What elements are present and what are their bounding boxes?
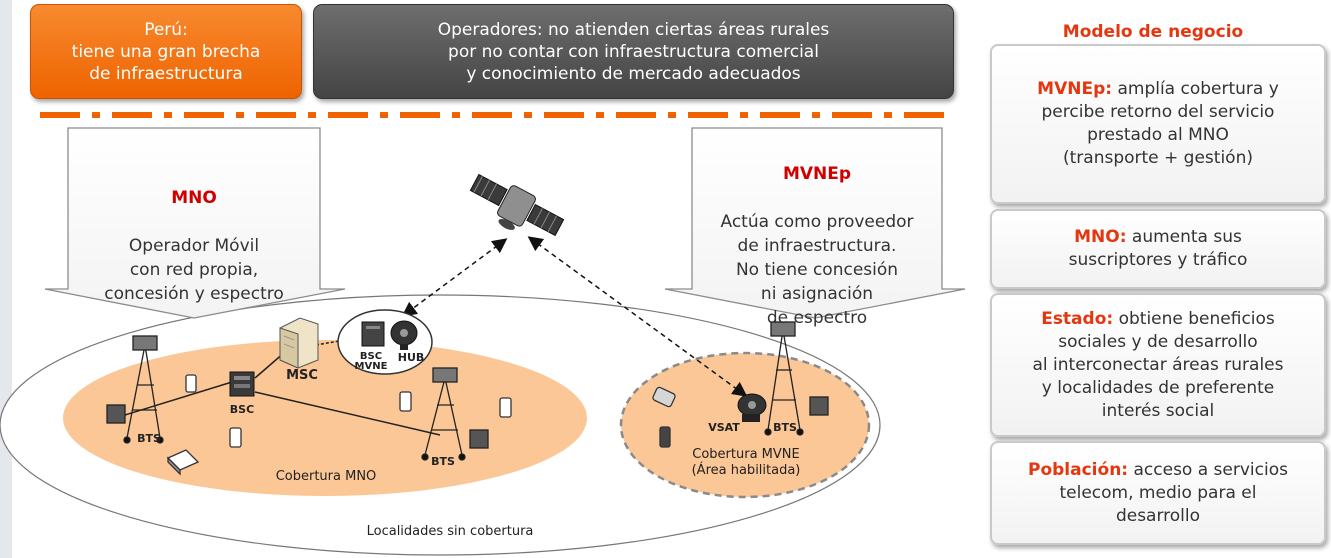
mno-title: MNO <box>171 188 217 208</box>
vsat-label: VSAT <box>708 421 740 434</box>
bsc-mvne-icon <box>361 321 385 347</box>
phone-icon <box>185 374 197 393</box>
mno-coverage-label: Cobertura MNO <box>275 469 377 484</box>
model-item-label: Estado: <box>1041 308 1114 329</box>
phone-icon <box>659 426 671 448</box>
model-item-estado: Estado: obtiene beneficios sociales y de… <box>990 293 1326 437</box>
satellite-icon <box>469 173 565 237</box>
msc-label: MSC <box>286 368 318 383</box>
model-item-mvnep: MVNEp: amplía cobertura y percibe retorn… <box>990 44 1326 204</box>
model-item-text: obtiene beneficios sociales y de desarro… <box>1032 308 1284 421</box>
model-item-text: aumenta sus suscriptores y tráfico <box>1068 227 1248 270</box>
mno-down-arrow <box>44 127 346 319</box>
phone-icon <box>499 397 512 418</box>
bsc-label: BSC <box>229 403 255 416</box>
peru-gap-box: Perú: tiene una gran brecha de infraestr… <box>30 4 302 99</box>
mno-arrow-text: MNO Operador Móvil con red propia, conce… <box>80 162 308 330</box>
phone-icon <box>229 427 242 448</box>
mno-description: Operador Móvil con red propia, concesión… <box>104 236 284 304</box>
laptop-icon <box>166 449 200 476</box>
model-item-poblacion: Población: acceso a servicios telecom, m… <box>990 441 1326 545</box>
bsc-mvne-label: BSC MVNE <box>354 351 388 372</box>
mvnep-arrow-text: MVNEp Actúa como proveedor de infraestru… <box>700 138 934 354</box>
mvne-coverage-label: Cobertura MVNE (Área habilitada) <box>691 447 801 478</box>
bts-left-label: BTS <box>137 432 161 445</box>
model-item-label: MVNEp: <box>1037 79 1113 99</box>
phone-icon <box>399 391 412 412</box>
model-item-label: Población: <box>1028 459 1129 480</box>
flip-phone-icon <box>652 386 676 408</box>
bts-center-label: BTS <box>431 455 455 468</box>
network-diagram <box>0 112 966 556</box>
mvnep-title: MVNEp <box>782 164 852 184</box>
hub-label: HUB <box>397 351 425 364</box>
hub-dish-icon <box>390 320 418 350</box>
peru-gap-text: Perú: tiene una gran brecha de infraestr… <box>71 19 261 84</box>
bsc-server-icon <box>229 371 255 397</box>
bts-tower-left-icon <box>106 335 164 444</box>
business-model-title: Modelo de negocio <box>1062 22 1244 42</box>
operators-text: Operadores: no atienden ciertas áreas ru… <box>437 19 830 84</box>
model-item-text: amplía cobertura y percibe retorno del s… <box>1041 79 1279 168</box>
model-item-mno: MNO: aumenta sus suscriptores y tráfico <box>990 209 1326 289</box>
bts-tower-center-icon <box>421 367 489 461</box>
vsat-dish-icon <box>737 393 767 422</box>
satellite-hub-link <box>401 238 508 317</box>
model-item-label: MNO: <box>1074 227 1127 247</box>
operators-box: Operadores: no atienden ciertas áreas ru… <box>313 4 954 99</box>
bts-tower-right-icon <box>764 321 829 436</box>
mvnep-description: Actúa como proveedor de infraestructura.… <box>720 212 914 328</box>
model-item-text: acceso a servicios telecom, medio para e… <box>1059 459 1288 526</box>
bts-right-label: BTS <box>773 421 797 434</box>
no-coverage-label: Localidades sin cobertura <box>366 524 534 539</box>
msc-server-icon <box>279 317 319 369</box>
